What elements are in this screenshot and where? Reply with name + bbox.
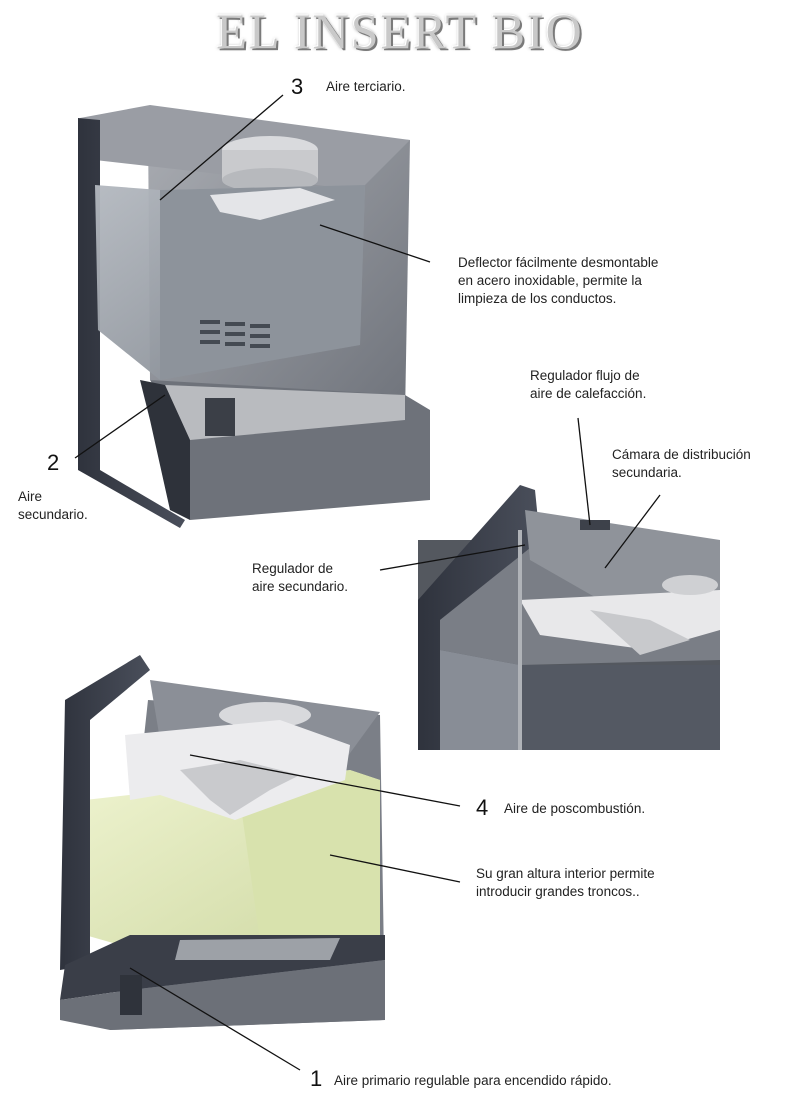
callout-number-1: 1 xyxy=(310,1066,323,1091)
label-regulador-aire-line1: Regulador de xyxy=(252,561,334,576)
label-altura-line1: Su gran altura interior permite xyxy=(476,866,655,881)
page-title: EL INSERT BIO xyxy=(216,3,584,59)
leader-altura xyxy=(329,854,461,883)
leader-aire-secundario xyxy=(74,394,166,459)
label-deflector-line2: en acero inoxidable, permite la xyxy=(458,273,642,288)
label-aire-terciario: Aire terciario. xyxy=(326,79,406,94)
label-deflector-line3: limpieza de los conductos. xyxy=(458,291,617,306)
leader-deflector xyxy=(319,224,431,263)
label-regulador-aire-line2: aire secundario. xyxy=(252,579,349,594)
label-camara-line1: Cámara de distribución xyxy=(612,447,751,462)
stove-interior-view xyxy=(60,655,385,1030)
callout-number-3: 3 xyxy=(291,74,304,99)
label-poscombustion: Aire de poscombustión. xyxy=(504,801,646,816)
label-camara-line2: secundaria. xyxy=(612,465,682,480)
label-aire-secundario-line2: secundario. xyxy=(18,507,88,522)
stove-top-view xyxy=(78,105,430,528)
leader-aire-terciario xyxy=(159,94,284,201)
callout-number-2: 2 xyxy=(47,450,60,475)
label-deflector-line1: Deflector fácilmente desmontable xyxy=(458,255,659,270)
leader-aire-primario xyxy=(129,967,301,1071)
leader-regulador-aire xyxy=(379,544,526,571)
leader-camara xyxy=(604,494,661,569)
label-regulador-flujo-line1: Regulador flujo de xyxy=(530,368,640,383)
leader-lines xyxy=(74,94,661,1071)
callout-number-4: 4 xyxy=(476,795,489,820)
leader-poscombustion xyxy=(189,754,461,807)
leader-regulador-flujo xyxy=(577,417,591,526)
stove-cutaway-detail xyxy=(418,485,720,750)
label-aire-secundario-line1: Aire xyxy=(18,489,43,504)
label-altura-line2: introducir grandes troncos.. xyxy=(476,884,640,899)
label-aire-primario: Aire primario regulable para encendido r… xyxy=(334,1073,612,1088)
label-regulador-flujo-line2: aire de calefacción. xyxy=(530,386,647,401)
